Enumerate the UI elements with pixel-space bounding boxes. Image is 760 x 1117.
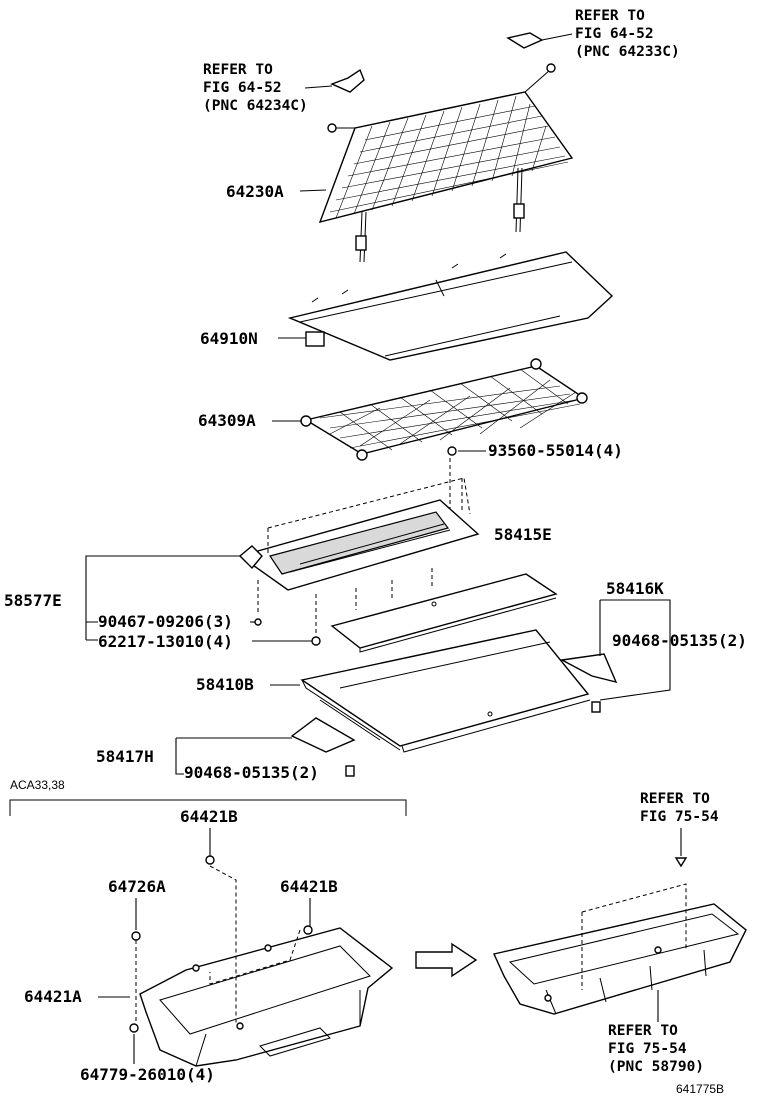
tonneau-cover-64910n: 64910N xyxy=(200,251,614,361)
label-58415e: 58415E xyxy=(494,525,552,544)
bracket-icon xyxy=(506,32,544,49)
ref-top-right: REFER TO FIG 64-52 (PNC 64233C) xyxy=(506,8,680,60)
luggage-net-64309a: 64309A xyxy=(198,358,588,461)
label-90468b: 90468-05135(2) xyxy=(184,763,319,782)
ref-top-left-line1: REFER TO xyxy=(203,62,273,78)
clip-93560: 93560-55014(4) xyxy=(447,441,623,510)
label-64779: 64779-26010(4) xyxy=(80,1065,215,1084)
label-64421a: 64421A xyxy=(24,987,82,1006)
label-90468a: 90468-05135(2) xyxy=(612,631,747,650)
label-64421b-right: 64421B xyxy=(280,877,338,896)
clip-icon xyxy=(447,446,457,456)
label-64910n: 64910N xyxy=(200,329,258,348)
ref-top-right-line1: REFER TO xyxy=(575,8,645,24)
cover-58416k: 58416K 90468-05135(2) xyxy=(559,579,747,713)
label-64726a: 64726A xyxy=(108,877,166,896)
label-93560: 93560-55014(4) xyxy=(488,441,623,460)
ref-lower-top-line2: FIG 75-54 xyxy=(640,809,719,825)
variant-bracket xyxy=(9,799,407,816)
ref-lower-top-line1: REFER TO xyxy=(640,791,710,807)
variant-label: ACA33,38 xyxy=(10,778,65,792)
board-58415e: 58415E xyxy=(330,525,558,653)
tray-right xyxy=(493,883,747,1015)
clip-icon xyxy=(330,68,365,93)
label-58410b: 58410B xyxy=(196,675,254,694)
ref-top-left-line3: (PNC 64234C) xyxy=(203,98,308,114)
label-62217: 62217-13010(4) xyxy=(98,632,233,651)
ref-lower-right-top: REFER TO FIG 75-54 xyxy=(640,791,719,868)
figure-id: 641775B xyxy=(676,1082,724,1096)
arrow-right-icon xyxy=(415,942,478,978)
side-cover-58417h: 58417H 90468-05135(2) xyxy=(96,717,356,782)
label-64309a: 64309A xyxy=(198,411,256,430)
floor-board-58410b: 58410B xyxy=(196,629,591,753)
screw-icon xyxy=(674,857,688,868)
ref-top-right-line2: FIG 64-52 xyxy=(575,26,654,42)
ref-lower-right-bottom: REFER TO FIG 75-54 (PNC 58790) xyxy=(608,990,704,1075)
end-cap-icon xyxy=(305,331,325,347)
deck-tray-58577e: 58577E 90467-09206(3) 62217-13010(4) xyxy=(4,477,480,651)
label-58416k: 58416K xyxy=(606,579,664,598)
cargo-net-64230a: 64230A xyxy=(226,63,574,263)
storage-tub xyxy=(135,865,394,1067)
label-64230a: 64230A xyxy=(226,182,284,201)
ref-lower-bottom-line1: REFER TO xyxy=(608,1023,678,1039)
label-64421b-top: 64421B xyxy=(180,807,238,826)
label-58417h: 58417H xyxy=(96,747,154,766)
ref-top-right-line3: (PNC 64233C) xyxy=(575,44,680,60)
label-90467: 90467-09206(3) xyxy=(98,612,233,631)
label-58577e: 58577E xyxy=(4,591,62,610)
ref-top-left: REFER TO FIG 64-52 (PNC 64234C) xyxy=(203,62,365,114)
ref-lower-bottom-line3: (PNC 58790) xyxy=(608,1059,704,1075)
ref-top-left-line2: FIG 64-52 xyxy=(203,80,282,96)
ref-lower-bottom-line2: FIG 75-54 xyxy=(608,1041,687,1057)
